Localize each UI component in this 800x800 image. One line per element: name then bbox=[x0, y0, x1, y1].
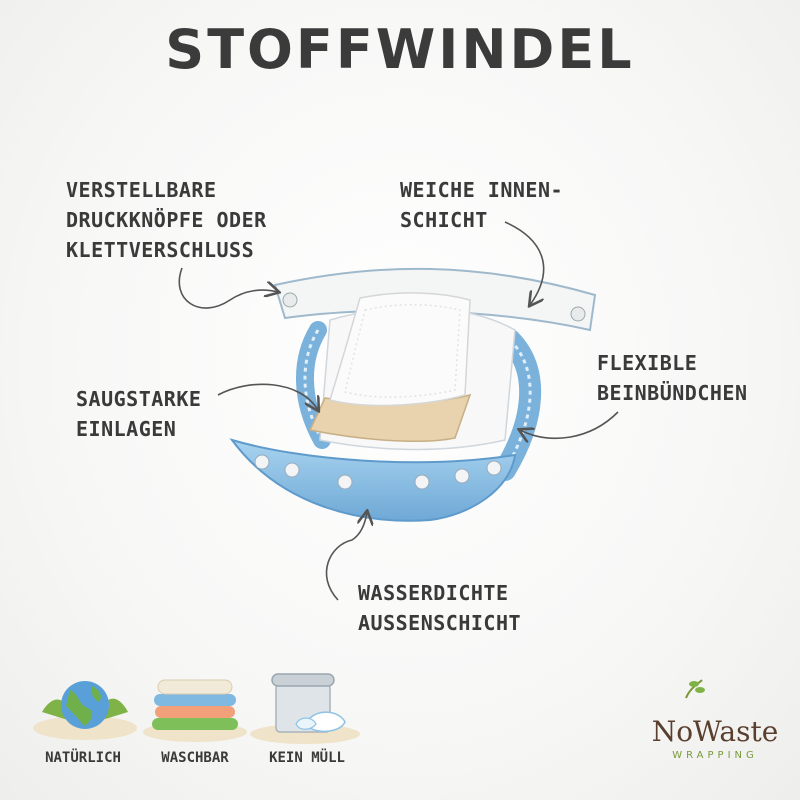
arrow-inner bbox=[504, 221, 545, 305]
callout-inserts-line-1: SAUGSTARKE bbox=[76, 387, 202, 411]
towel-stack-icon bbox=[143, 679, 247, 742]
callout-leg-line-1: FLEXIBLE bbox=[597, 351, 698, 375]
callout-outer-layer: WASSERDICHTE AUSSENSCHICHT bbox=[358, 578, 521, 638]
callout-outer-line-2: AUSSENSCHICHT bbox=[358, 611, 522, 635]
arrow-inserts bbox=[217, 383, 318, 410]
leg-cuff-right bbox=[494, 329, 542, 481]
callout-snaps-line-2: DRUCKKNÖPFE ODER bbox=[66, 208, 267, 232]
absorbent-inserts bbox=[308, 292, 472, 443]
arrow-outer bbox=[325, 512, 367, 601]
arrow-leg bbox=[520, 411, 619, 438]
callout-snaps-line-3: KLETTVERSCHLUSS bbox=[66, 238, 255, 262]
callout-leg-cuffs: FLEXIBLE BEINBÜNDCHEN bbox=[597, 348, 748, 408]
callout-inner-layer: WEICHE INNEN- SCHICHT bbox=[400, 175, 563, 235]
logo-mark bbox=[685, 679, 705, 699]
bin-icon bbox=[250, 673, 360, 744]
logo-subtitle: WRAPPING bbox=[672, 750, 758, 761]
callout-snaps-line-1: VERSTELLBARE bbox=[66, 178, 217, 202]
outer-shell bbox=[229, 438, 517, 522]
globe-icon bbox=[33, 681, 137, 740]
callout-inner-line-1: WEICHE INNEN- bbox=[400, 178, 564, 202]
page-title: STOFFWINDEL bbox=[165, 18, 635, 81]
callout-snaps: VERSTELLBARE DRUCKKNÖPFE ODER KLETTVERSC… bbox=[66, 175, 267, 265]
label-no-waste: KEIN MÜLL bbox=[269, 750, 345, 766]
callout-outer-line-1: WASSERDICHTE bbox=[358, 581, 509, 605]
callout-inner-line-2: SCHICHT bbox=[400, 208, 488, 232]
callout-inserts-line-2: EINLAGEN bbox=[76, 417, 177, 441]
callout-leg-line-2: BEINBÜNDCHEN bbox=[597, 381, 748, 405]
logo-name: NoWaste bbox=[651, 715, 779, 748]
callout-inserts: SAUGSTARKE EINLAGEN bbox=[76, 384, 201, 444]
label-washable: WASCHBAR bbox=[161, 750, 229, 766]
arrow-snaps bbox=[178, 267, 278, 309]
label-natural: NATÜRLICH bbox=[45, 750, 121, 766]
